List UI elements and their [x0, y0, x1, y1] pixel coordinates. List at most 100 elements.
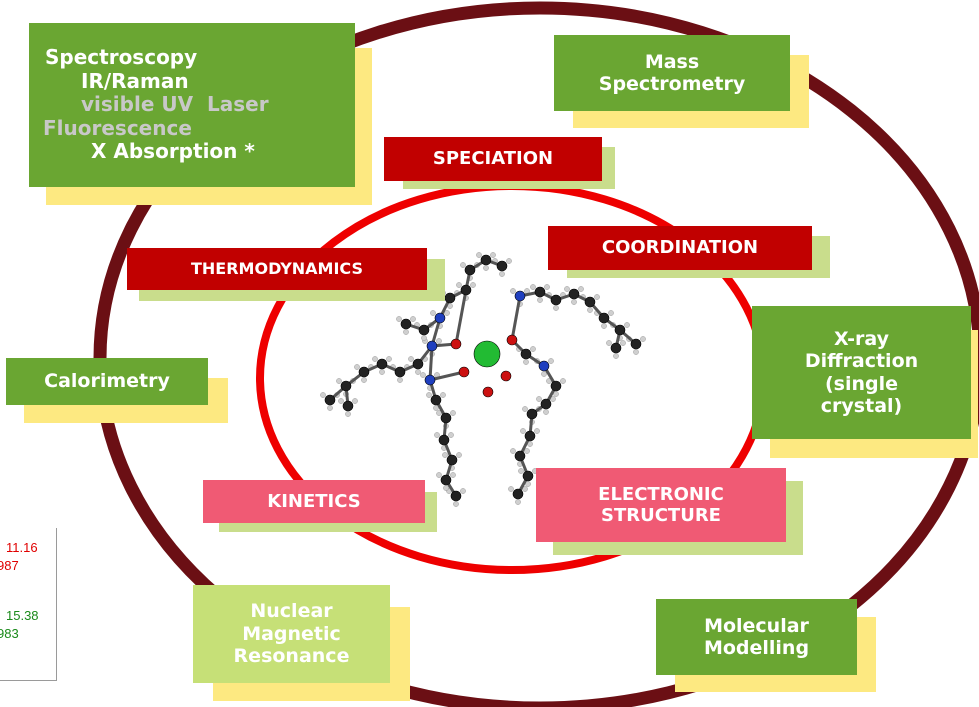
hydrogen-atom [426, 392, 432, 398]
table-value-15-38: 15.38 [6, 608, 39, 623]
molecule-atom [538, 360, 550, 372]
molecule-atom [514, 450, 526, 462]
hydrogen-atom [336, 378, 342, 384]
molecule-atom [480, 254, 492, 266]
hydrogen-atom [352, 398, 358, 404]
molecule-atom [506, 334, 518, 346]
hydrogen-atom [594, 294, 600, 300]
molecule-atom [438, 434, 450, 446]
hydrogen-atom [444, 310, 450, 316]
hydrogen-atom [430, 310, 436, 316]
hydrogen-atom [510, 448, 516, 454]
hydrogen-atom [508, 486, 514, 492]
nmr-box: Nuclear Magnetic Resonance [193, 585, 390, 683]
hydrogen-atom [537, 297, 543, 303]
nmr-line1: Nuclear [250, 600, 333, 623]
hydrogen-atom [571, 299, 577, 305]
molecule-atom [630, 338, 642, 350]
molecule-atom [340, 380, 352, 392]
molecule-bond [429, 370, 465, 382]
hydrogen-atom [421, 335, 427, 341]
hydrogen-atom [523, 359, 529, 365]
molecule-atom [512, 488, 524, 500]
molecule-atom [400, 318, 412, 330]
hydrogen-atom [525, 481, 531, 487]
molecule-atom [418, 324, 430, 336]
hydrogen-atom [442, 452, 448, 458]
molecule-atom [514, 290, 526, 302]
hydrogen-atom [578, 286, 584, 292]
hydrogen-atom [553, 305, 559, 311]
molecule-atom [424, 374, 436, 386]
molecule-atom [394, 366, 406, 378]
hydrogen-atom [543, 409, 549, 415]
hydrogen-atom [490, 252, 496, 258]
hydrogen-atom [354, 364, 360, 370]
hydrogen-atom [515, 499, 521, 505]
spectroscopy-x-absorption: X Absorption * [91, 139, 255, 164]
molecule-atom [610, 342, 622, 354]
molecule-atom [520, 348, 532, 360]
hydrogen-atom [640, 336, 646, 342]
molecule-atom [598, 312, 610, 324]
molecule-atom [534, 286, 546, 298]
hydrogen-atom [436, 338, 442, 344]
hydrogen-atom [520, 428, 526, 434]
hydrogen-atom [396, 316, 402, 322]
hydrogen-atom [613, 353, 619, 359]
hydrogen-atom [499, 271, 505, 277]
hydrogen-atom [403, 329, 409, 335]
hydrogen-atom [450, 472, 456, 478]
molecule-bond [428, 345, 434, 381]
molecule-atom [450, 338, 462, 350]
hydrogen-atom [601, 323, 607, 329]
hydrogen-atom [434, 432, 440, 438]
hydrogen-atom [560, 378, 566, 384]
molecule-atom [568, 288, 580, 300]
hydrogen-atom [506, 258, 512, 264]
hydrogen-atom [476, 252, 482, 258]
coordination-box: COORDINATION [548, 226, 812, 270]
mass-spectrometry-box: Mass Spectrometry [554, 35, 790, 111]
hydrogen-atom [624, 322, 630, 328]
molecule-atom [524, 430, 536, 442]
molecule-atom [614, 324, 626, 336]
hydrogen-atom [460, 262, 466, 268]
table-value-983: 983 [0, 626, 19, 641]
hydrogen-atom [338, 398, 344, 404]
hydrogen-atom [483, 265, 489, 271]
molecule-atom [376, 358, 388, 370]
molecule-bond [510, 295, 522, 341]
hydrogen-atom [415, 369, 421, 375]
molecule-atom [426, 340, 438, 352]
hydrogen-atom [548, 358, 554, 364]
hydrogen-atom [620, 340, 626, 346]
molecule-atom [550, 294, 562, 306]
hydrogen-atom [541, 371, 547, 377]
hydrogen-atom [386, 356, 392, 362]
calorimetry-label: Calorimetry [44, 370, 170, 393]
hydrogen-atom [443, 485, 449, 491]
xray-diffraction-line2: Diffraction [804, 350, 919, 373]
electronic-structure-box: ELECTRONIC STRUCTURE [536, 468, 786, 542]
molecule-atom [446, 454, 458, 466]
hydrogen-atom [460, 488, 466, 494]
hydrogen-atom [456, 282, 462, 288]
molecule-atom [324, 394, 336, 406]
hydrogen-atom [564, 286, 570, 292]
molecule-atom [500, 370, 512, 382]
xray-diffraction-line1: X-ray [834, 327, 889, 350]
hydrogen-atom [379, 369, 385, 375]
table-value-11-16: 11.16 [6, 540, 38, 555]
hydrogen-atom [453, 501, 459, 507]
molecule-atom [342, 400, 354, 412]
mass-spectrometry-line2: Spectrometry [598, 73, 746, 95]
spectroscopy-ir-raman: IR/Raman [81, 68, 189, 93]
molecule-atom [450, 490, 462, 502]
xray-diffraction-line4: crystal) [820, 394, 903, 417]
molecule-atom [482, 386, 494, 398]
hydrogen-atom [587, 307, 593, 313]
molecule-model [320, 252, 646, 507]
coordination-label: COORDINATION [601, 237, 759, 259]
metal-atom [473, 340, 501, 368]
